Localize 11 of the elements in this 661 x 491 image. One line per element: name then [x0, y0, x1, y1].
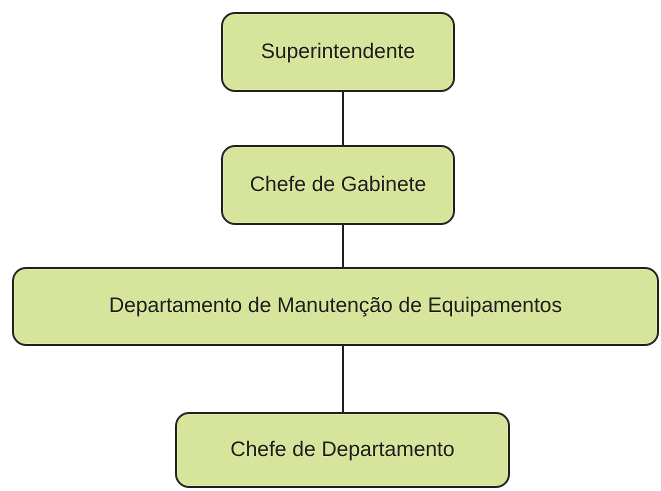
- org-box: [12, 267, 659, 346]
- box-label: Superintendente: [260, 38, 416, 65]
- box-label: Departamento de Manutenção de Equipamentos: [109, 293, 562, 320]
- org-box: [175, 412, 510, 488]
- connector-line: [342, 92, 344, 145]
- connector-line: [342, 225, 344, 267]
- box-label: Chefe de Gabinete: [250, 172, 426, 198]
- org-box: [221, 145, 455, 225]
- org-box: [221, 12, 455, 92]
- box-label: Chefe de Departamento: [230, 436, 455, 463]
- connector-line: [342, 346, 344, 412]
